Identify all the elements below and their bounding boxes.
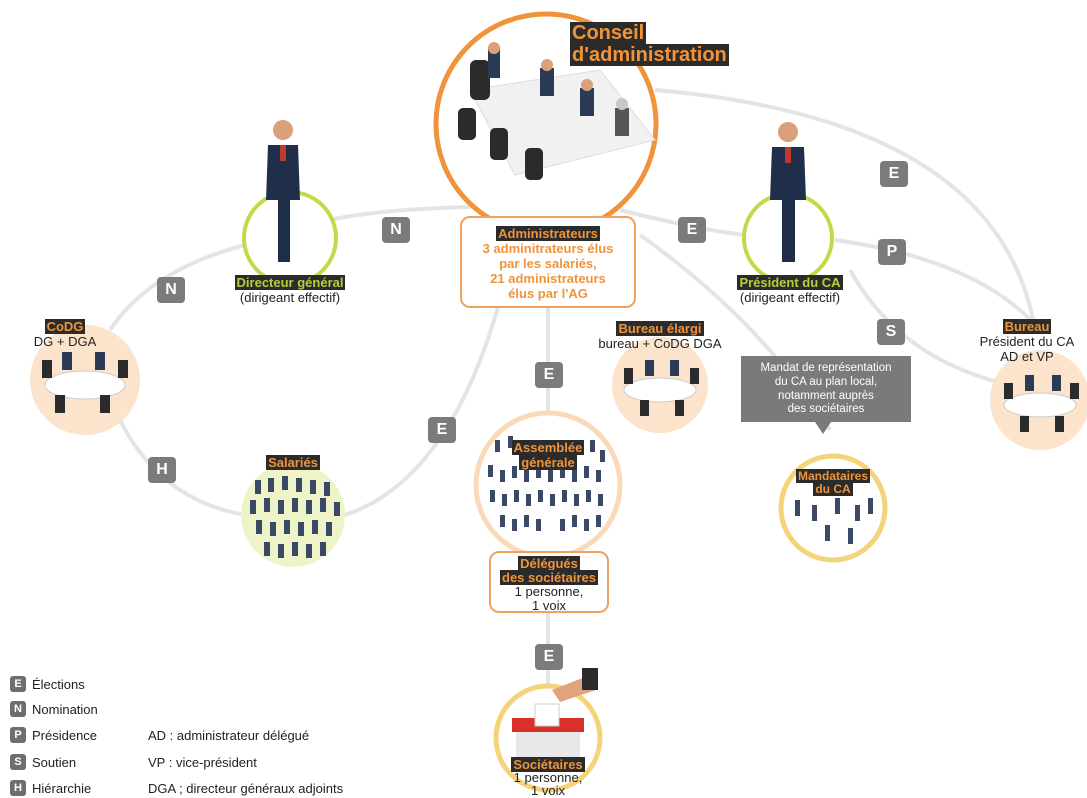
- mandate-line1: Mandat de représentation: [760, 362, 892, 374]
- bureau-elargi-title: Bureau élargi: [616, 321, 704, 336]
- legend-item-soutien: S Soutien: [10, 754, 76, 770]
- ag-title-line2: générale: [519, 455, 577, 470]
- dg-figure-icon: [266, 120, 300, 262]
- administrators-line2: par les salariés,: [499, 256, 597, 271]
- delegates-box: Délégués des sociétaires 1 personne, 1 v…: [489, 551, 609, 613]
- president-figure-icon: [770, 122, 806, 262]
- codg-subtitle: DG + DGA: [33, 333, 97, 349]
- mandataires-people-icon: [795, 498, 873, 544]
- ballot-box-icon: [512, 668, 598, 764]
- badge-soutien-mandataires: S: [877, 319, 905, 345]
- badge-hierarchie-codg-salaries: H: [148, 457, 176, 483]
- bureau-elargi-label: Bureau élargi bureau + CoDG DGA: [585, 321, 735, 352]
- legend-label-presidence: Présidence: [32, 727, 98, 743]
- legend-key-s: S: [10, 754, 26, 770]
- dg-title: Directeur général: [234, 275, 346, 290]
- bureau-elargi-subtitle: bureau + CoDG DGA: [598, 335, 722, 351]
- line-codg-to-salaries: [118, 419, 246, 517]
- societaires-line2: 1 voix: [531, 783, 565, 798]
- badge-nomination-dg-codg: N: [157, 277, 185, 303]
- line-president-to-bureau-low: [848, 269, 1011, 387]
- delegates-line2: 1 voix: [532, 598, 566, 613]
- delegates-title-line2: des sociétaires: [500, 570, 598, 585]
- legend-label-soutien: Soutien: [32, 754, 77, 770]
- administrators-line3: 21 administrateurs: [490, 271, 606, 286]
- societaires-label: Sociétaires 1 personne, 1 voix: [498, 757, 598, 798]
- mandataires-label: Mandataires du CA: [783, 469, 883, 496]
- mandataires-title-line1: Mandataires: [795, 469, 871, 483]
- bureau-line2: AD et VP: [1000, 348, 1054, 364]
- legend-label-nomination: Nomination: [32, 701, 98, 717]
- administrators-line1: 3 adminitrateurs élus: [482, 241, 614, 256]
- abbr-dga: DGA ; directeur généraux adjoints: [148, 781, 344, 796]
- administrators-line4: élus par l'AG: [508, 286, 588, 301]
- bureau-label: Bureau Président du CA AD et VP: [968, 319, 1086, 365]
- badge-election-ag-admin: E: [535, 362, 563, 388]
- legend-item-presidence: P Présidence: [10, 727, 97, 743]
- dg-label: Directeur général (dirigeant effectif): [215, 275, 365, 306]
- societaires-title: Sociétaires: [511, 757, 585, 772]
- codg-meeting-icon: [42, 352, 128, 413]
- president-title: Président du CA: [737, 275, 843, 290]
- bureau-title: Bureau: [1002, 319, 1052, 334]
- mandataires-title-line2: du CA: [813, 482, 853, 496]
- mandate-line3: notamment auprès: [778, 389, 874, 402]
- president-label: Président du CA (dirigeant effectif): [715, 275, 865, 306]
- salaries-circle: [241, 463, 345, 567]
- line-president-to-bureau: [834, 238, 1042, 332]
- ag-title-line1: Assemblée: [511, 440, 585, 455]
- ag-label: Assemblée générale: [498, 440, 598, 470]
- salaries-label: Salariés: [243, 455, 343, 471]
- codg-title: CoDG: [44, 319, 86, 334]
- badge-election-salaries-admin: E: [428, 417, 456, 443]
- board-title: Conseil d'administration: [570, 22, 729, 66]
- administrators-box: Administrateurs 3 adminitrateurs élus pa…: [460, 216, 636, 308]
- salaries-crowd-icon: [250, 476, 340, 558]
- legend-label-elections: Élections: [32, 676, 85, 692]
- callout-pointer: [815, 422, 831, 434]
- ag-crowd-icon: [488, 436, 605, 531]
- abbr-ad: AD : administrateur délégué: [148, 728, 310, 743]
- badge-election-admin-president: E: [678, 217, 706, 243]
- ag-circle: [473, 410, 623, 560]
- board-title-line1: Conseil: [570, 22, 647, 44]
- bureau-meeting-icon: [1003, 375, 1079, 432]
- administrators-title: Administrateurs: [496, 226, 600, 241]
- badge-nomination-board-dg: N: [382, 217, 410, 243]
- bureau-line1: Président du CA: [979, 333, 1075, 349]
- badge-presidence-bureau: P: [878, 239, 906, 265]
- mandate-callout: Mandat de représentation du CA au plan l…: [741, 356, 911, 422]
- legend-label-hierarchie: Hiérarchie: [32, 780, 92, 796]
- bureau-elargi-meeting-icon: [623, 360, 699, 416]
- president-subtitle: (dirigeant effectif): [739, 289, 841, 305]
- legend-key-h: H: [10, 780, 26, 796]
- abbr-vp: VP : vice-président: [148, 755, 257, 770]
- delegates-title-line1: Délégués: [518, 556, 580, 571]
- legend-key-n: N: [10, 701, 26, 717]
- board-meeting-icon: [458, 42, 656, 180]
- board-title-line2: d'administration: [570, 44, 729, 66]
- legend-item-elections: E Élections: [10, 676, 85, 692]
- dg-subtitle: (dirigeant effectif): [239, 289, 341, 305]
- badge-election-board-bureau: E: [880, 161, 908, 187]
- societaires-line1: 1 personne,: [513, 770, 583, 785]
- connection-lines: [108, 88, 1042, 690]
- legend-item-nomination: N Nomination: [10, 701, 98, 717]
- line-salaries-to-admin: [344, 299, 502, 517]
- mandate-line2: du CA au plan local,: [774, 375, 878, 388]
- line-board-to-bureau: [654, 88, 1037, 331]
- salaries-title: Salariés: [266, 455, 320, 470]
- codg-label: CoDG DG + DGA: [20, 319, 110, 350]
- legend-key-e: E: [10, 676, 26, 692]
- badge-election-societaires-ag: E: [535, 644, 563, 670]
- mandate-line4: des sociétaires: [787, 403, 865, 416]
- legend-key-p: P: [10, 727, 26, 743]
- delegates-line1: 1 personne,: [514, 584, 584, 599]
- legend-item-hierarchie: H Hiérarchie: [10, 780, 91, 796]
